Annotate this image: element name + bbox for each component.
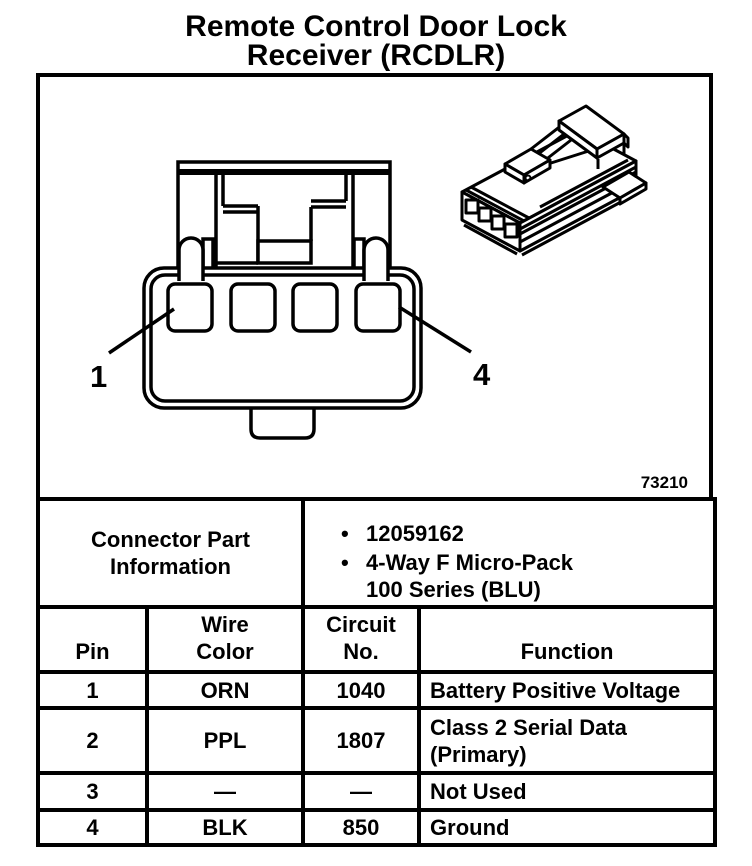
connector-info-row: Connector Part Information • 12059162 • …: [35, 497, 718, 609]
bullet-icon: •: [341, 550, 349, 575]
header-function: Function: [417, 605, 718, 674]
top-body: [176, 160, 392, 268]
connector-part-info-label: Connector Part Information: [35, 497, 306, 609]
table-row: 3 — — Not Used: [36, 771, 718, 812]
pin-4-label: 4: [473, 357, 491, 392]
figure-number: 73210: [640, 473, 688, 492]
pin-4-cavity: [354, 282, 402, 333]
table-header-row: Pin Wire Color Circuit No. Function: [36, 605, 718, 674]
pin-1-cavity: [166, 282, 214, 333]
top-band: [178, 169, 390, 175]
bullet-icon: •: [341, 521, 349, 546]
table-row: 2 PPL 1807 Class 2 Serial Data (Primary): [36, 706, 718, 775]
right-tab: [362, 236, 390, 281]
table-row: 1 ORN 1040 Battery Positive Voltage: [36, 670, 718, 710]
connector-front-view: [108, 160, 472, 440]
cell-function: Class 2 Serial Data (Primary): [417, 706, 718, 775]
cell-wire-color: PPL: [144, 706, 306, 775]
cell-wire-color: ORN: [144, 670, 306, 710]
cell-circuit-no: 1040: [301, 670, 422, 710]
iso-hole-1: [464, 198, 480, 215]
cell-circuit-no: 1807: [301, 706, 422, 775]
cell-pin: 2: [36, 706, 149, 775]
cell-wire-color: —: [144, 771, 306, 812]
table-row: 4 BLK 850 Ground: [36, 808, 718, 847]
cell-circuit-no: —: [301, 771, 422, 812]
leader-line-1: [108, 307, 175, 355]
list-item: • 4-Way F Micro-Pack 100 Series (BLU): [341, 550, 574, 602]
iso-hole-2: [477, 206, 493, 223]
connector-iso-view: [460, 104, 648, 257]
header-wire-color: Wire Color: [144, 605, 306, 674]
header-pin: Pin: [36, 605, 149, 674]
leader-line-4: [398, 305, 472, 354]
pin-3-cavity: [291, 282, 339, 333]
cell-pin: 3: [36, 771, 149, 812]
connector-part-info-values: • 12059162 • 4-Way F Micro-Pack 100 Seri…: [301, 497, 718, 609]
cell-function: Battery Positive Voltage: [417, 670, 718, 710]
iso-hole-3: [490, 214, 506, 231]
page-title: Remote Control Door Lock Receiver (RCDLR…: [185, 10, 567, 72]
connector-diagram: 1 4: [90, 104, 648, 440]
pin-1-label: 1: [90, 359, 107, 394]
iso-hole-4: [503, 222, 519, 239]
header-circuit-no: Circuit No.: [301, 605, 422, 674]
list-item: • 12059162: [341, 521, 464, 546]
cell-circuit-no: 850: [301, 808, 422, 847]
cell-function: Not Used: [417, 771, 718, 812]
cell-pin: 1: [36, 670, 149, 710]
cell-function: Ground: [417, 808, 718, 847]
figure-box: 1 4: [36, 73, 713, 497]
connector-table: Connector Part Information • 12059162 • …: [35, 497, 718, 847]
cell-pin: 4: [36, 808, 149, 847]
cell-wire-color: BLK: [144, 808, 306, 847]
pin-2-cavity: [229, 282, 277, 333]
left-tab: [177, 236, 205, 281]
